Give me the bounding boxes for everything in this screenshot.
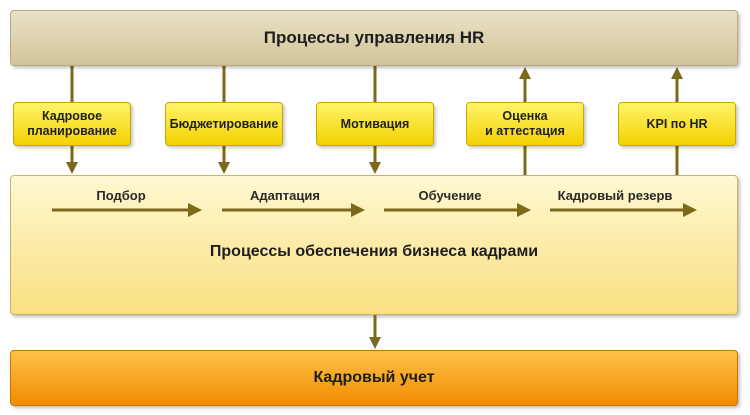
personnel-records-box: Кадровый учет	[10, 350, 738, 406]
step-label-reserve: Кадровый резерв	[557, 188, 673, 203]
function-box-assessment: Оценка и аттестация	[466, 102, 584, 146]
function-label: Кадровое планирование	[27, 109, 117, 138]
hr-management-box: Процессы управления HR	[10, 10, 738, 66]
function-label: Бюджетирование	[169, 116, 279, 131]
hr-management-title: Процессы управления HR	[263, 28, 485, 47]
step-label-adaptation: Адаптация	[250, 188, 320, 203]
function-label: Мотивация	[340, 116, 410, 131]
function-box-planning: Кадровое планирование	[13, 102, 131, 146]
function-box-kpi: KPI по HR	[618, 102, 736, 146]
business-staffing-box	[10, 175, 738, 315]
step-label-recruitment: Подбор	[96, 188, 146, 203]
business-staffing-title: Процессы обеспечения бизнеса кадрами	[209, 243, 539, 260]
step-label-training: Обучение	[418, 188, 482, 203]
function-box-motivation: Мотивация	[316, 102, 434, 146]
function-box-budgeting: Бюджетирование	[165, 102, 283, 146]
function-label: Оценка и аттестация	[485, 109, 565, 138]
function-label: KPI по HR	[646, 116, 708, 131]
personnel-records-title: Кадровый учет	[313, 369, 435, 386]
